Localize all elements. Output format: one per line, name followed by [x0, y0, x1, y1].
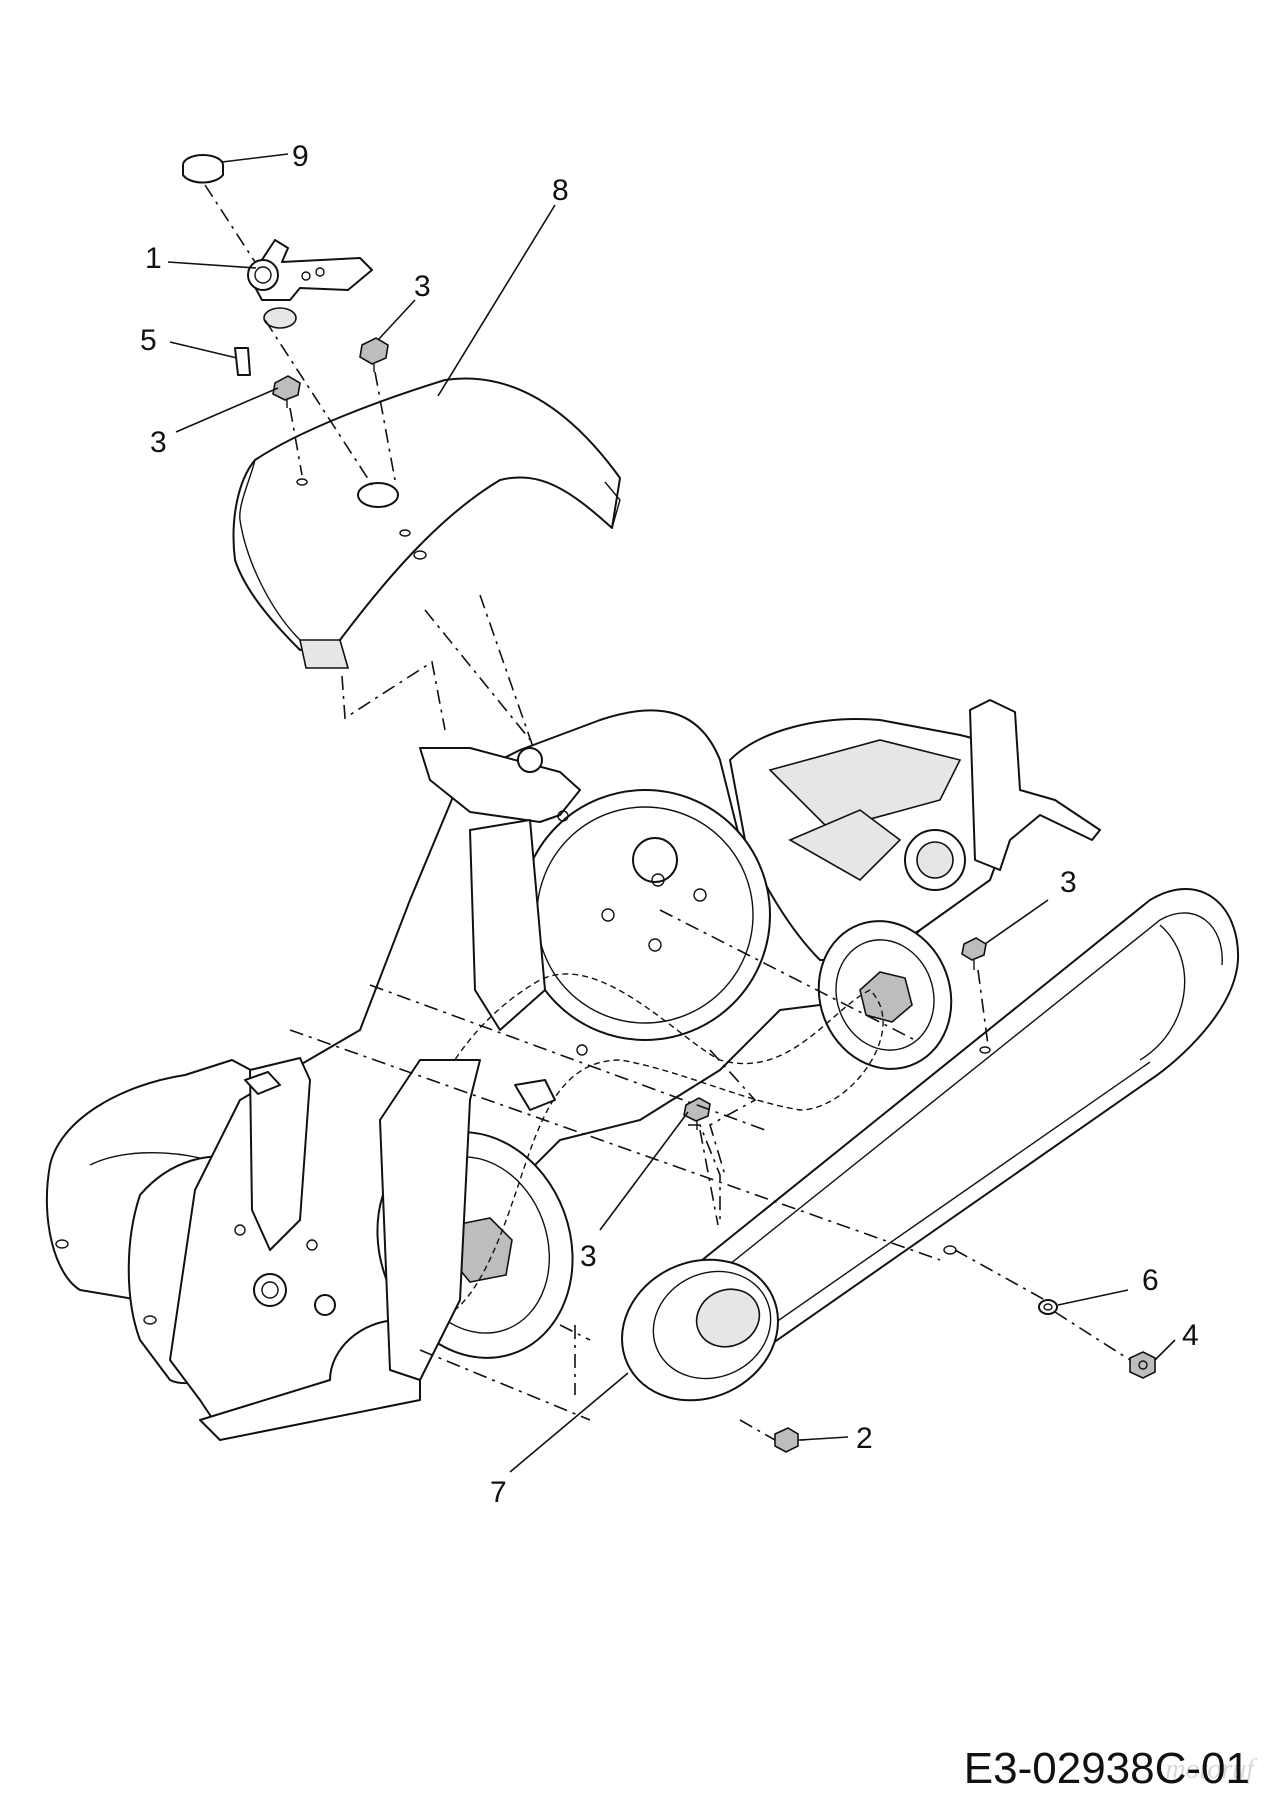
pin-part-5: [234, 347, 251, 376]
callout-leaders: [167, 153, 1176, 1473]
callout-4: 4: [1182, 1319, 1199, 1352]
callout-9: 9: [292, 140, 309, 173]
cap-part-9: [182, 154, 224, 184]
callout-8: 8: [552, 174, 569, 207]
latch-knob-part-1: [247, 239, 373, 329]
belt-pulley-part-7: [621, 888, 1240, 1402]
callout-2: 2: [856, 1422, 873, 1455]
callout-5: 5: [140, 324, 157, 357]
screw-part-3-right: [961, 937, 987, 970]
callout-1: 1: [145, 242, 162, 275]
assembly-lines-top: [204, 184, 549, 791]
callout-6: 6: [1142, 1264, 1159, 1297]
chain-case-housing: [45, 699, 1101, 1441]
callout-3-center: 3: [580, 1240, 597, 1273]
callout-3-top-left: 3: [150, 426, 167, 459]
screw-part-3-cover-left: [272, 375, 301, 408]
belt-cover-top-part-8: [232, 377, 621, 669]
washer-part-6: [1038, 1299, 1058, 1315]
callout-7: 7: [490, 1476, 507, 1509]
callout-3-top-right: 3: [414, 270, 431, 303]
callout-3-right: 3: [1060, 866, 1077, 899]
callout-labels: 9 8 1 3 5 3 3 3 6 4 2 7: [140, 140, 1199, 1509]
screw-part-3-center: [683, 1097, 711, 1130]
nut-part-4: [1129, 1351, 1156, 1379]
drawing-number: E3-02938C-01: [963, 1744, 1250, 1793]
watermark-logo: motoruf: [1165, 1754, 1254, 1785]
screw-part-3-cover-right: [359, 337, 389, 372]
assembly-lines-lower: [289, 909, 1131, 1441]
